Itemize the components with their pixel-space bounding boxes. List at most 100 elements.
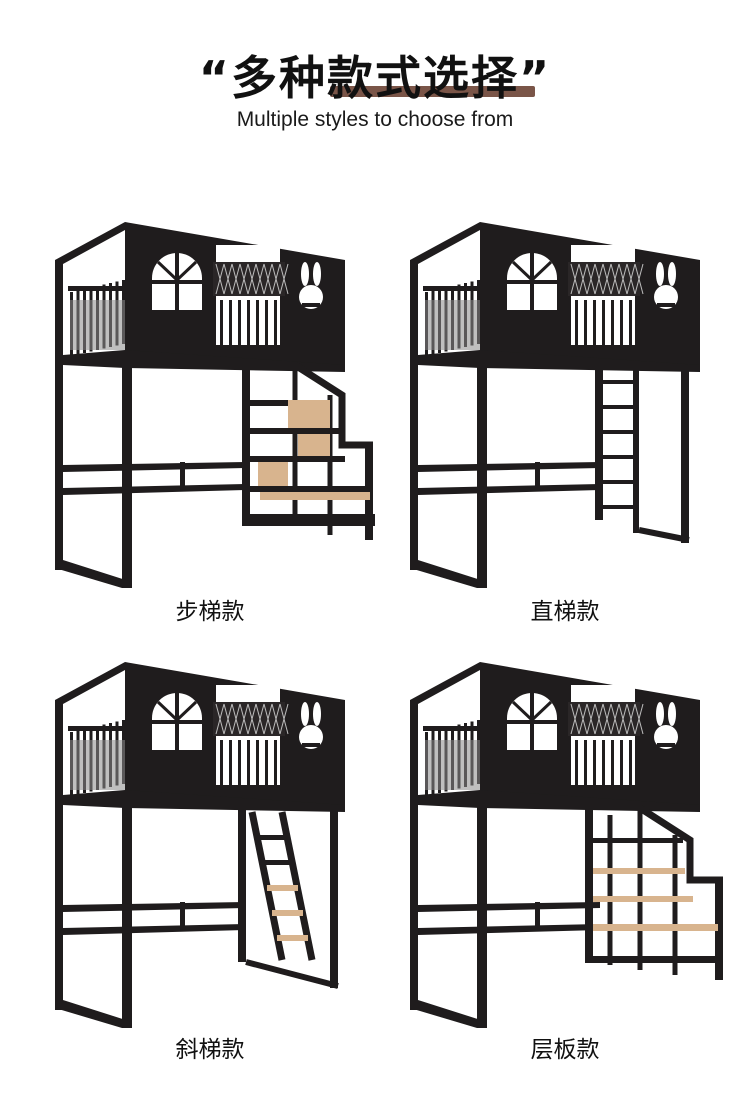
lattice-line: [578, 703, 588, 735]
bunny-ear: [656, 702, 664, 726]
frame-left-back: [55, 662, 125, 1010]
window-spoke: [156, 700, 179, 722]
lattice-line: [618, 263, 628, 295]
window-bar: [274, 740, 277, 785]
window-bar: [256, 740, 259, 785]
frame-left-back: [55, 222, 125, 570]
front-left-leg: [122, 360, 132, 585]
front-left-leg: [477, 360, 487, 585]
window-spoke: [511, 700, 534, 722]
window-bar: [247, 740, 250, 785]
window-bar: [265, 300, 268, 345]
lattice-line: [239, 263, 249, 295]
lattice-line: [570, 703, 580, 735]
left-bottom-rail: [55, 1000, 132, 1028]
lattice-line: [263, 703, 273, 735]
window-bar: [629, 300, 632, 345]
loft-bed-frame: [55, 222, 345, 588]
window-bar: [229, 740, 232, 785]
frame-left-back: [410, 222, 480, 570]
window-bar: [620, 740, 623, 785]
lattice-line: [255, 703, 265, 735]
lattice-line: [255, 263, 265, 295]
lattice-line: [215, 703, 225, 735]
loft-bed-frame: [55, 662, 345, 1028]
loft-floor: [418, 790, 700, 812]
lattice-line: [586, 263, 596, 295]
window-bar: [593, 740, 596, 785]
mattress: [70, 300, 125, 350]
loft-floor: [418, 350, 700, 372]
loft-bed-frame: [410, 222, 700, 588]
lattice-line: [634, 703, 644, 735]
lattice-line: [578, 263, 588, 295]
style-card-step-stairs[interactable]: 步梯款: [30, 200, 390, 660]
title-underline: [330, 86, 535, 97]
window-bar: [220, 740, 223, 785]
loft-bed-shelf-stairs-image: [410, 662, 723, 1028]
loft-bed-frame: [410, 662, 700, 1028]
mattress: [425, 300, 480, 350]
left-bottom-rail: [410, 1000, 487, 1028]
style-caption: 斜梯款: [175, 1037, 245, 1063]
straight-ladder-image: [595, 368, 690, 543]
frame-left-back: [410, 662, 480, 1010]
lattice-line: [570, 263, 580, 295]
rail-post: [535, 902, 540, 930]
lattice-line: [610, 703, 620, 735]
mattress: [425, 740, 480, 790]
lattice-line: [279, 263, 289, 295]
bunny-eyes: [657, 303, 675, 307]
style-caption: 层板款: [530, 1037, 600, 1063]
lattice-line: [618, 703, 628, 735]
page-title: “多种款式选择”: [198, 51, 552, 105]
window-spoke: [156, 260, 179, 282]
guard-rail-top: [423, 286, 481, 291]
window-bar: [220, 300, 223, 345]
side-rail: [418, 902, 600, 912]
lattice-line: [223, 263, 233, 295]
loft-bed-slanted-ladder-image: [55, 662, 345, 1028]
side-rail: [63, 902, 245, 912]
loft-bed-step-stairs-image: [55, 222, 375, 588]
rail-post: [535, 462, 540, 490]
loft-floor: [63, 790, 345, 812]
left-bottom-rail: [410, 560, 487, 588]
window-bar: [602, 740, 605, 785]
lattice-line: [602, 703, 612, 735]
lattice-line: [215, 263, 225, 295]
lattice-line: [586, 703, 596, 735]
lattice-line: [271, 263, 281, 295]
window-bar: [229, 300, 232, 345]
lattice-line: [602, 263, 612, 295]
style-caption: 步梯款: [175, 599, 245, 625]
lattice-line: [594, 703, 604, 735]
lattice-line: [231, 263, 241, 295]
window-bar: [629, 740, 632, 785]
front-left-leg: [122, 800, 132, 1025]
bunny-ear: [313, 702, 321, 726]
lattice-line: [231, 703, 241, 735]
page-header: “多种款式选择” Multiple styles to choose from: [0, 0, 750, 150]
page-subtitle: Multiple styles to choose from: [236, 108, 514, 131]
side-rail: [418, 484, 600, 495]
style-card-straight-ladder[interactable]: 直梯款: [385, 200, 745, 660]
guard-rail-top: [68, 286, 126, 291]
lattice-line: [634, 263, 644, 295]
window-bar: [611, 300, 614, 345]
side-rail: [63, 484, 245, 495]
front-left-leg: [477, 800, 487, 1025]
window-bar: [620, 300, 623, 345]
style-card-slanted-ladder[interactable]: 斜梯款: [30, 640, 390, 1100]
lattice-line: [263, 263, 273, 295]
window-bar: [593, 300, 596, 345]
window-spoke: [530, 260, 553, 282]
window-bar: [247, 300, 250, 345]
window-bar: [274, 300, 277, 345]
style-card-shelf-stairs[interactable]: 层板款: [385, 640, 745, 1100]
lattice-line: [279, 703, 289, 735]
back-left-leg: [55, 800, 63, 1010]
shelf-stairs-image: [585, 805, 723, 980]
bunny-ear: [668, 262, 676, 286]
side-rail: [418, 924, 600, 935]
